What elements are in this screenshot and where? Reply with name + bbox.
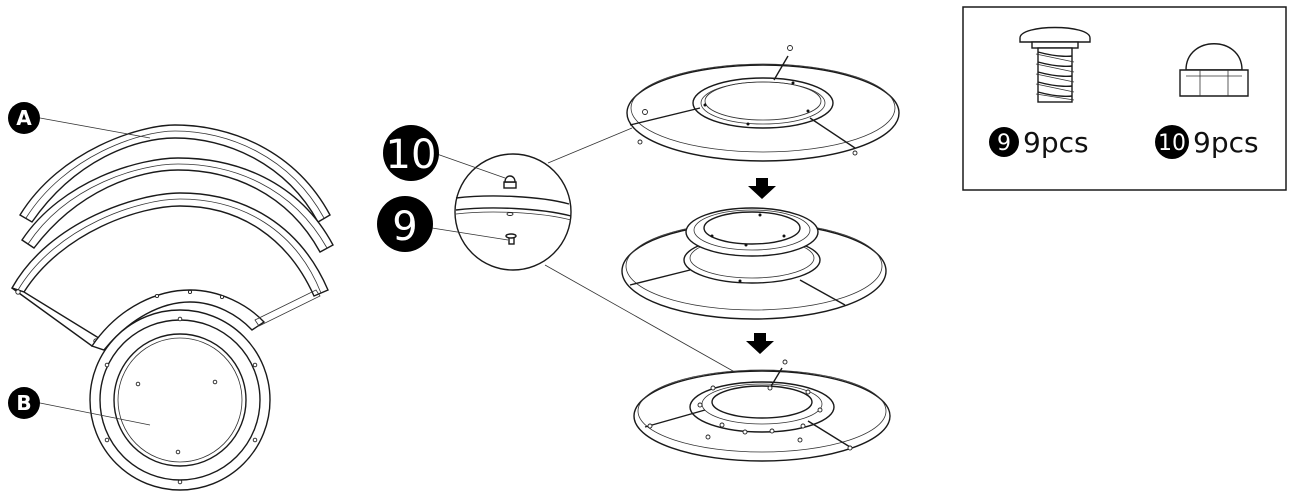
step-2-shade-assembly — [621, 207, 887, 320]
callout-screw-9: 9 — [377, 196, 509, 252]
arrow-down-icon — [746, 333, 774, 354]
legend-nut-qty: 9pcs — [1193, 126, 1259, 159]
shade-segment — [19, 124, 331, 223]
detail-zoom — [454, 127, 741, 376]
legend-screw-qty: 9pcs — [1023, 126, 1089, 159]
hardware-legend: 9 9pcs 10 9pcs — [962, 6, 1287, 191]
arrow-down-icon — [748, 178, 776, 199]
detail-cap-nut — [503, 175, 517, 189]
legend-screw-number: 9 — [997, 131, 1011, 156]
legend-nut-entry: 10 9pcs — [1155, 125, 1259, 159]
part-a-shade-segments — [10, 124, 334, 351]
detail-screw — [505, 233, 517, 245]
step-3-shade-assembly — [633, 359, 891, 462]
shade-segment — [10, 192, 329, 347]
legend-screw-entry: 9 9pcs — [989, 126, 1089, 159]
callout-nut-10: 10 — [383, 125, 506, 181]
step-1-shade-assembly — [626, 45, 900, 162]
part-b-base-plate — [89, 309, 271, 491]
callout-screw-number: 9 — [392, 204, 417, 250]
screw-icon — [1019, 26, 1091, 103]
badge-b: B — [8, 387, 151, 426]
shade-segment — [21, 157, 334, 253]
shade-lower-ring — [90, 289, 321, 351]
cap-nut-icon — [1179, 43, 1249, 97]
badge-b-label: B — [16, 391, 31, 415]
badge-a: A — [8, 102, 151, 139]
callout-nut-number: 10 — [386, 132, 437, 178]
badge-a-label: A — [16, 106, 32, 130]
legend-nut-number: 10 — [1158, 131, 1186, 156]
